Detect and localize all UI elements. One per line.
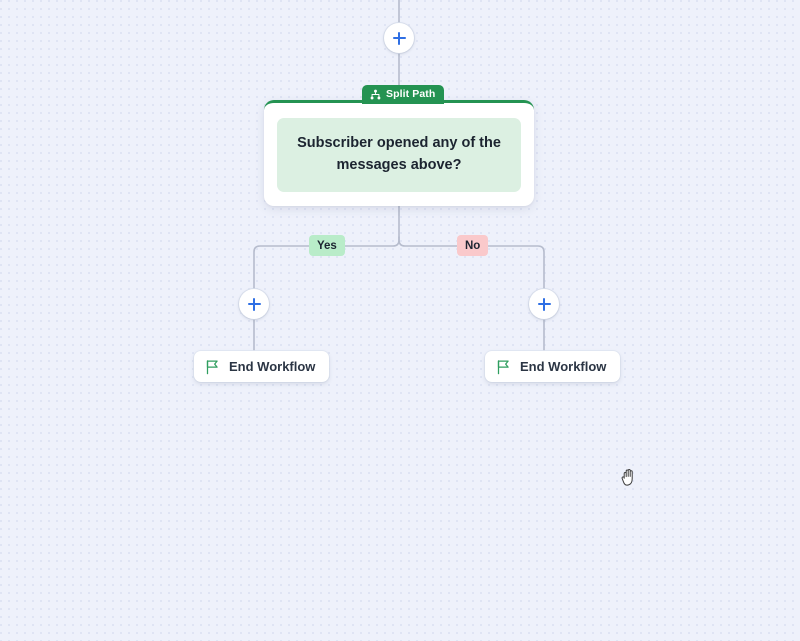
condition-text: Subscriber opened any of the messages ab… bbox=[297, 135, 501, 173]
flag-icon bbox=[496, 359, 511, 375]
plus-icon bbox=[398, 31, 400, 45]
grab-hand-cursor bbox=[621, 469, 633, 486]
branch-label-yes-text: Yes bbox=[317, 239, 337, 252]
end-workflow-label: End Workflow bbox=[229, 359, 316, 374]
end-workflow-label: End Workflow bbox=[520, 359, 607, 374]
flag-icon bbox=[205, 359, 220, 375]
split-path-card[interactable]: Subscriber opened any of the messages ab… bbox=[264, 100, 534, 206]
plus-icon bbox=[253, 297, 255, 311]
add-step-button-top[interactable] bbox=[384, 23, 414, 53]
end-workflow-node-no[interactable]: End Workflow bbox=[485, 351, 621, 382]
split-path-tab[interactable]: Split Path bbox=[362, 85, 445, 104]
condition-box: Subscriber opened any of the messages ab… bbox=[277, 117, 521, 192]
add-step-button-no[interactable] bbox=[529, 289, 559, 319]
branch-label-yes[interactable]: Yes bbox=[309, 235, 345, 256]
branch-label-no[interactable]: No bbox=[457, 235, 489, 256]
branch-label-no-text: No bbox=[465, 239, 481, 252]
split-path-tab-label: Split Path bbox=[386, 88, 436, 101]
add-step-button-yes[interactable] bbox=[239, 289, 269, 319]
plus-icon bbox=[543, 297, 545, 311]
end-workflow-node-yes[interactable]: End Workflow bbox=[194, 351, 330, 382]
sitemap-icon bbox=[370, 89, 381, 100]
